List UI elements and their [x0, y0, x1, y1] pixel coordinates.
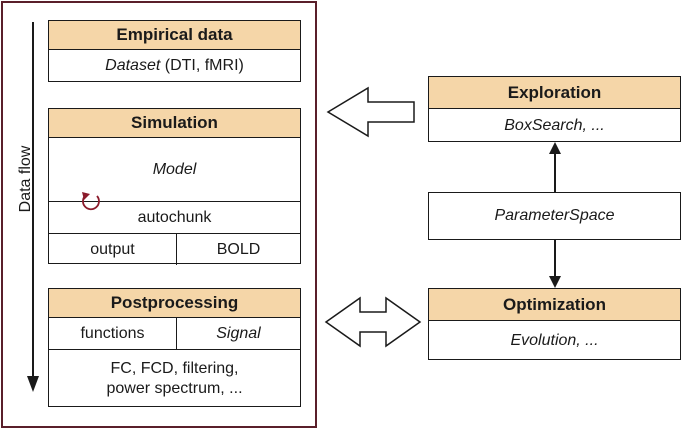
- exploration-box: Exploration BoxSearch, ...: [428, 76, 681, 142]
- data-flow-label: Data flow: [17, 145, 34, 213]
- postprocessing-title: Postprocessing: [49, 289, 300, 318]
- exploration-to-simulation-arrow: [326, 86, 415, 138]
- output-label: output: [90, 240, 135, 258]
- loop-icon: [82, 192, 100, 211]
- optimization-title: Optimization: [429, 289, 680, 321]
- param-to-exploration-head: [549, 142, 561, 154]
- pipeline-frame: [1, 1, 317, 428]
- bold-label: BOLD: [176, 234, 300, 265]
- methods-line-1: FC, FCD, filtering,: [110, 359, 239, 377]
- autochunk-cell: autochunk: [49, 192, 300, 233]
- empirical-data-title: Empirical data: [49, 21, 300, 50]
- optimization-box: Optimization Evolution, ...: [428, 288, 681, 360]
- exploration-title: Exploration: [429, 77, 680, 109]
- empirical-data-box: Empirical data Dataset (DTI, fMRI): [48, 20, 301, 82]
- simulation-title: Simulation: [49, 109, 300, 138]
- postprocessing-box: Postprocessing functions Signal FC, FCD,…: [48, 288, 301, 407]
- autochunk-label: autochunk: [137, 208, 212, 226]
- param-to-optimization-head: [549, 276, 561, 288]
- data-flow-arrow-head: [27, 376, 39, 392]
- dataset-name: Dataset: [105, 57, 161, 74]
- signal-label: Signal: [176, 318, 300, 349]
- dataset-label: Dataset (DTI, fMRI): [49, 50, 300, 82]
- functions-label: functions: [80, 324, 145, 342]
- model-label: Model: [152, 160, 197, 178]
- postprocessing-methods: FC, FCD, filtering, power spectrum, ...: [49, 350, 300, 407]
- dataset-modalities: (DTI, fMRI): [160, 57, 244, 74]
- optimization-method: Evolution, ...: [510, 331, 599, 349]
- methods-line-2: power spectrum, ...: [106, 379, 243, 397]
- simulation-box: Simulation Model autochunk output BOLD: [48, 108, 301, 265]
- postprocessing-optimization-arrow: [324, 296, 422, 348]
- parameter-space-box: ParameterSpace: [428, 192, 681, 240]
- exploration-method: BoxSearch, ...: [504, 116, 605, 134]
